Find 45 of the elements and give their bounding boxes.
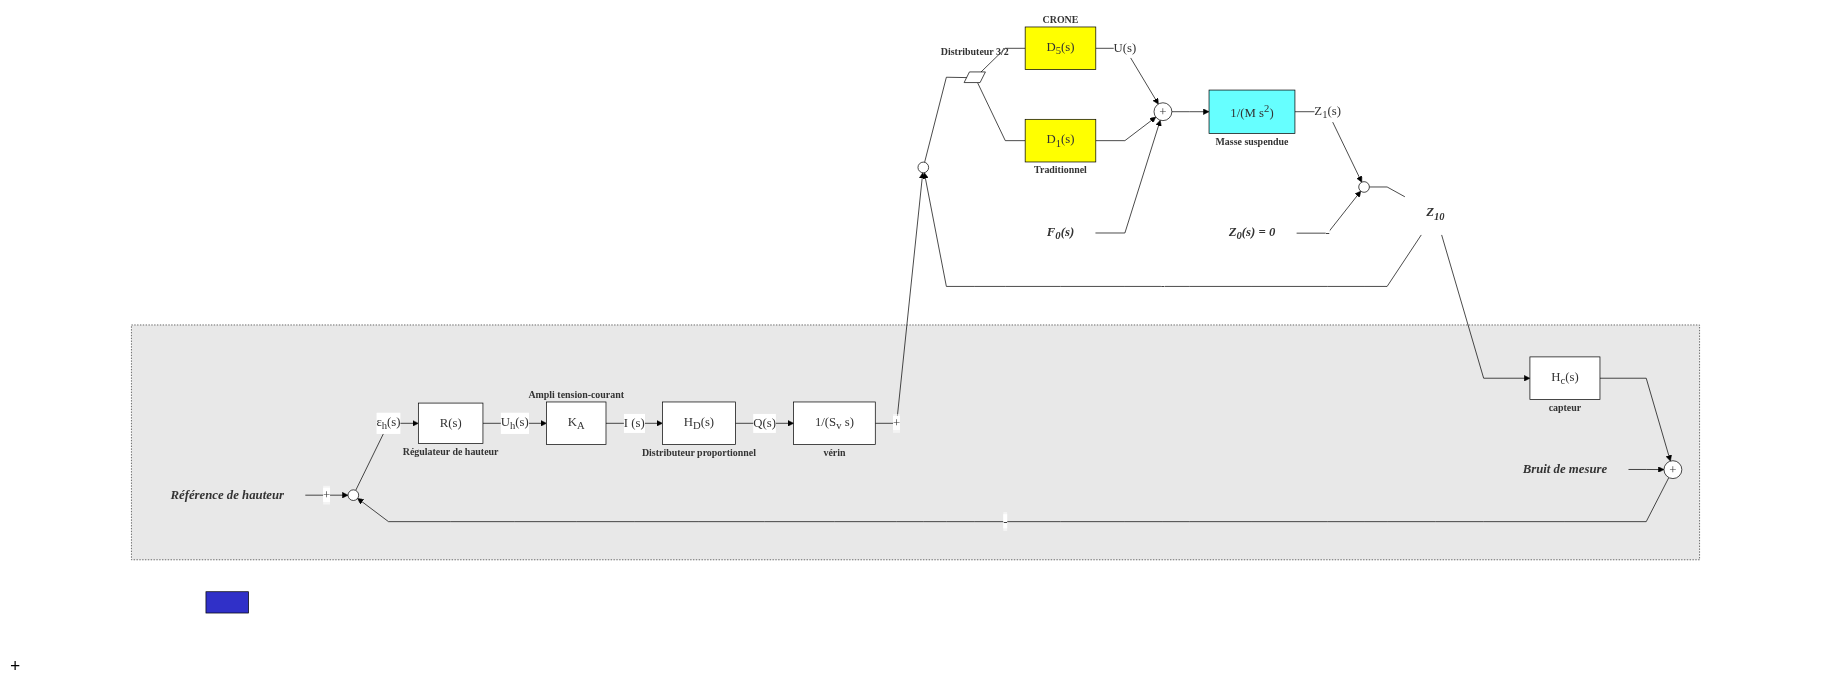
connector <box>924 76 968 163</box>
edge-label: - <box>1003 514 1008 529</box>
node-box: K$_{A}$ <box>546 401 607 445</box>
node-box: D$_{5}$(s) <box>1024 26 1097 70</box>
node-text: Z$_{0}$(s) = 0 <box>1228 224 1276 242</box>
edge-label: U(s) <box>1113 40 1137 56</box>
sign-label: + <box>10 656 21 676</box>
node-circle: + <box>1663 460 1683 479</box>
block-caption: CRONE <box>1042 13 1079 25</box>
node-text: Référence de hauteur <box>170 487 285 502</box>
node-box: H$_{D}$(s) <box>662 401 736 445</box>
edge-label: ε$_{h}$(s) <box>376 414 401 432</box>
node-circle <box>1358 181 1370 193</box>
edge-label: I (s) <box>623 415 645 431</box>
block-caption: Traditionnel <box>1034 164 1087 176</box>
node-bar <box>205 591 249 614</box>
block-caption: Distributeur 3/2 <box>940 45 1009 57</box>
edge-label: Z$_{1}$(s) <box>1314 103 1341 120</box>
node-text: Bruit de mesure <box>1522 462 1608 477</box>
edge-label: - <box>1325 225 1330 240</box>
block-caption: Distributeur proportionnel <box>641 447 756 458</box>
node-circle: + <box>1153 102 1173 121</box>
node-box: 1/(S$_{v}$ s) <box>793 401 876 445</box>
block-caption: Ampli tension-courant <box>528 388 625 400</box>
edge-label: - <box>1160 278 1166 294</box>
edge-label: Q(s) <box>753 415 776 431</box>
block-caption: capteur <box>1548 401 1582 413</box>
node-circle <box>917 161 929 174</box>
block-caption: Masse suspendue <box>1215 135 1289 147</box>
edge-label: + <box>893 415 901 431</box>
node-box: H$_{c}$(s) <box>1529 356 1601 400</box>
block-caption: vérin <box>823 447 846 458</box>
node-text: Z$_{10}$ <box>1426 205 1445 222</box>
edge-label: + <box>323 487 331 502</box>
edge-label: U$_{h}$(s) <box>500 414 529 432</box>
connector <box>977 82 1026 141</box>
cluster <box>131 324 1700 561</box>
connector <box>1369 186 1406 198</box>
node-box: R(s) <box>418 402 484 444</box>
block-caption: Régulateur de hauteur <box>402 445 499 457</box>
node-box: 1/(M s$^{2}$) <box>1208 89 1296 134</box>
node-box: D$_{1}$(s) <box>1024 118 1097 163</box>
node-switch <box>963 71 986 83</box>
node-circle <box>347 489 360 501</box>
node-text: F$_{0}$(s) <box>1046 224 1075 242</box>
